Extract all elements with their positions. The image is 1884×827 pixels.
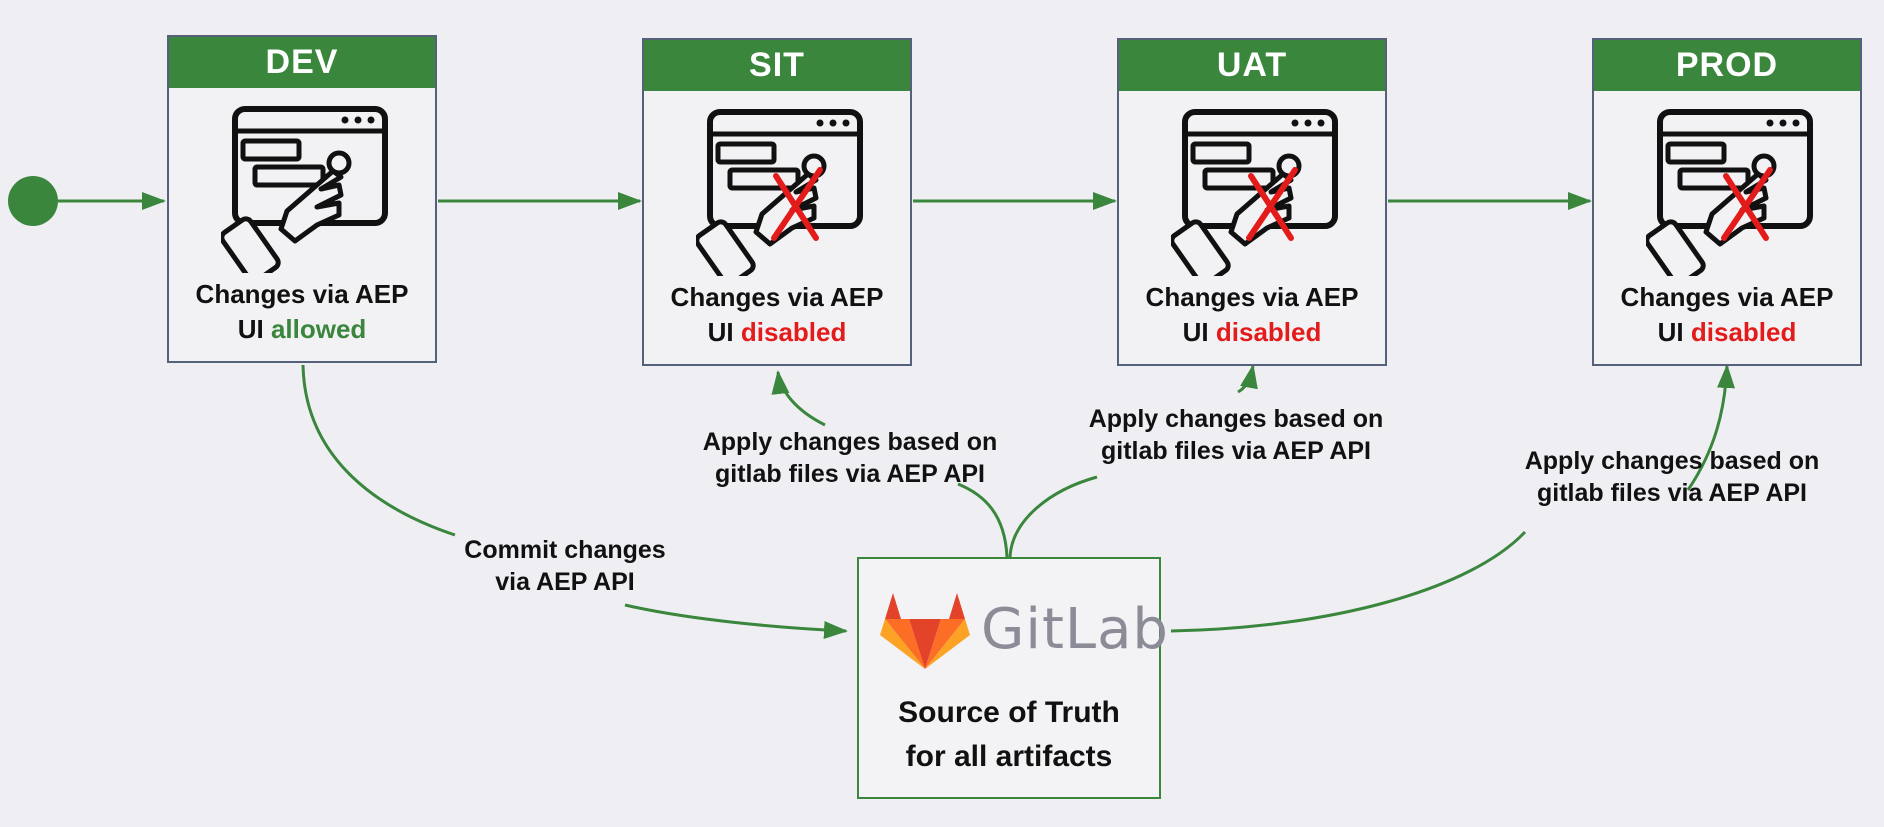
label-apply-sit: Apply changes based on gitlab files via …	[702, 428, 998, 488]
ui-click-icon	[221, 106, 388, 273]
gitlab-brand: GitLab	[981, 597, 1169, 662]
env-title: SIT	[644, 40, 910, 91]
env-desc-line1: Changes via AEP	[1620, 282, 1834, 312]
status-disabled: disabled	[740, 317, 847, 347]
env-desc-line1: Changes via AEP	[1145, 282, 1359, 312]
env-uat: UAT Changes via AEP UI disabled	[1117, 38, 1387, 366]
start-node	[8, 176, 58, 226]
env-title: UAT	[1119, 40, 1385, 91]
env-desc-line1: Changes via AEP	[195, 279, 409, 309]
arrow-gitlab-to-sit	[957, 482, 1009, 558]
label-apply-uat: Apply changes based on gitlab files via …	[1088, 405, 1384, 465]
gitlab-caption-line1: Source of Truth	[898, 696, 1120, 729]
arrow-gitlab-to-uat	[1008, 475, 1098, 558]
gitlab-source-box: GitLab Source of Truth for all artifacts	[857, 557, 1168, 799]
gitlab-logo-icon	[880, 593, 970, 669]
env-desc-prefix: UI	[1182, 317, 1216, 347]
status-disabled: disabled	[1215, 317, 1322, 347]
arrow-dev-to-gitlab	[301, 364, 456, 537]
label-apply-prod: Apply changes based on gitlab files via …	[1524, 447, 1820, 507]
gitlab-caption-line2: for all artifacts	[905, 740, 1113, 773]
status-allowed: allowed	[270, 314, 367, 344]
ui-click-disabled-icon	[1646, 109, 1813, 276]
env-desc-prefix: UI	[237, 314, 271, 344]
label-commit: Commit changes via AEP API	[464, 536, 666, 596]
env-sit: SIT Changes via AEP UI disabled	[642, 38, 912, 366]
arrow-gitlab-to-prod	[1170, 530, 1527, 633]
ui-click-disabled-icon	[1171, 109, 1338, 276]
env-title: PROD	[1594, 40, 1860, 91]
env-desc-prefix: UI	[707, 317, 741, 347]
env-title: DEV	[169, 37, 435, 88]
env-desc-prefix: UI	[1657, 317, 1691, 347]
status-disabled: disabled	[1690, 317, 1797, 347]
env-prod: PROD Changes via AEP UI disabled	[1592, 38, 1862, 366]
env-dev: DEV Changes via AEP UI allowed	[167, 35, 437, 363]
ui-click-disabled-icon	[696, 109, 863, 276]
env-desc-line1: Changes via AEP	[670, 282, 884, 312]
